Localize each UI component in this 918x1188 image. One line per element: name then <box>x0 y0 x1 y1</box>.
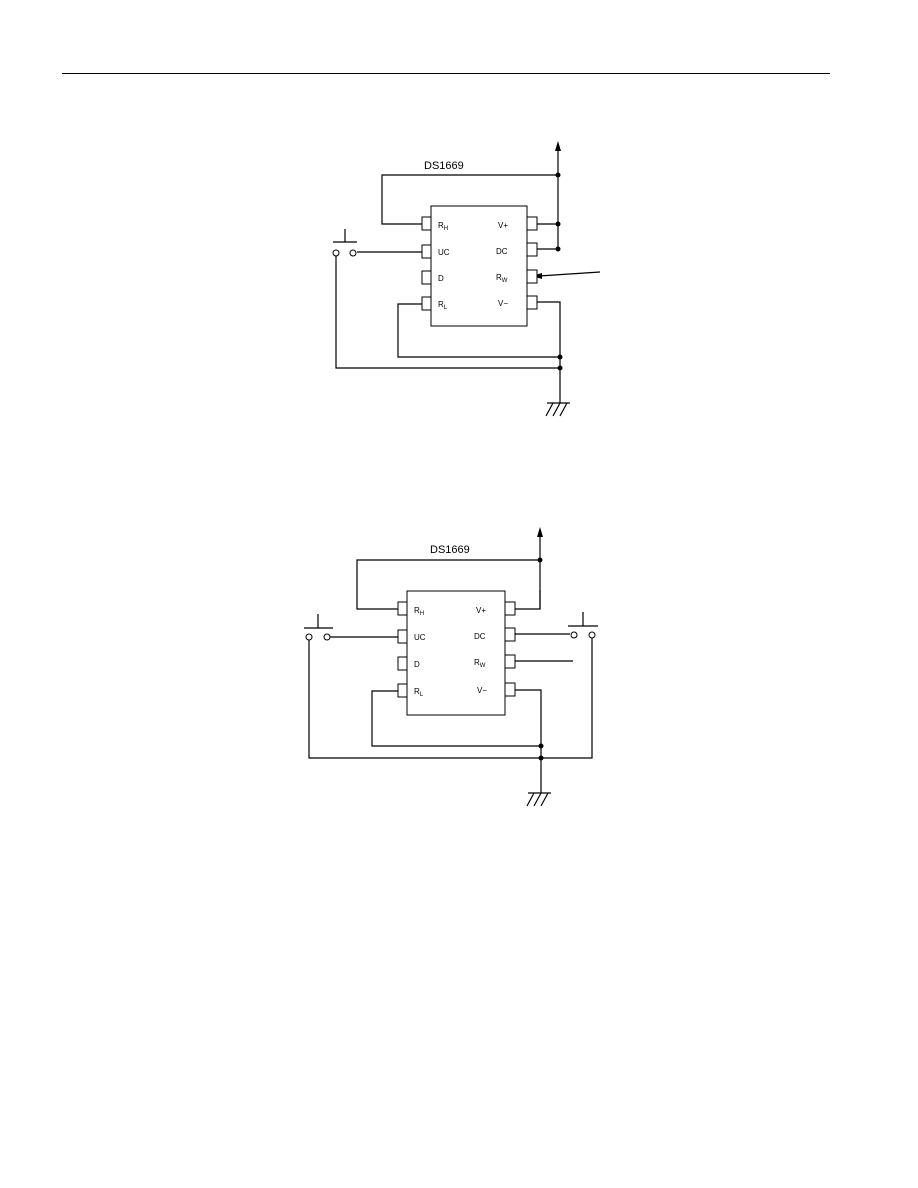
diagram-1: DS1669 <box>332 141 601 417</box>
pin-vminus <box>526 295 538 310</box>
pin-dc <box>504 627 516 642</box>
pushbutton-switch-icon <box>304 614 333 641</box>
pin-label: V− <box>498 299 508 308</box>
pin-label: UC <box>438 248 450 257</box>
ds1669-chip <box>406 590 506 716</box>
junction <box>538 743 544 749</box>
pin-rw <box>504 654 516 669</box>
pin-vplus <box>504 601 516 616</box>
junction <box>555 246 561 252</box>
chip-label: DS1669 <box>430 544 470 556</box>
ground-icon <box>526 790 551 807</box>
junction <box>555 172 561 178</box>
junction <box>537 557 543 563</box>
pushbutton-switch-icon <box>332 229 357 257</box>
pin-rl <box>421 296 432 311</box>
pin-vplus <box>526 216 538 231</box>
pin-label: D <box>438 274 444 283</box>
junction <box>557 365 563 371</box>
pin-rw <box>526 269 538 284</box>
chip-label: DS1669 <box>424 160 464 172</box>
pin-dc <box>526 242 538 257</box>
pin-uc <box>421 244 432 259</box>
pin-label: UC <box>414 633 426 642</box>
pin-rl <box>397 683 408 698</box>
pushbutton-switch-icon <box>568 612 598 639</box>
pin-d <box>397 656 408 671</box>
pin-rh <box>397 601 408 616</box>
pin-vminus <box>504 682 516 697</box>
pin-rh <box>421 216 432 231</box>
pin-label: RH <box>414 606 424 617</box>
pin-label: V+ <box>476 606 486 615</box>
pin-label: RW <box>496 273 508 284</box>
header-rule <box>62 73 830 74</box>
pin-label: RH <box>438 221 448 232</box>
pin-label: RL <box>414 687 424 698</box>
pin-label: RL <box>438 300 448 311</box>
pin-d <box>421 270 432 285</box>
pin-uc <box>397 629 408 644</box>
pin-label: V+ <box>498 221 508 230</box>
pin-label: V− <box>477 686 487 695</box>
ground-icon <box>545 400 570 417</box>
junction <box>557 354 563 360</box>
pin-label: DC <box>474 632 486 641</box>
pin-label: DC <box>496 247 508 256</box>
diagram-2: DS1669 <box>304 527 598 807</box>
supply-arrow-icon <box>555 141 561 151</box>
junction <box>555 221 561 227</box>
ds1669-chip <box>430 205 528 327</box>
pin-label: RW <box>474 658 486 669</box>
pin-label: D <box>414 660 420 669</box>
supply-arrow-icon <box>537 527 543 537</box>
